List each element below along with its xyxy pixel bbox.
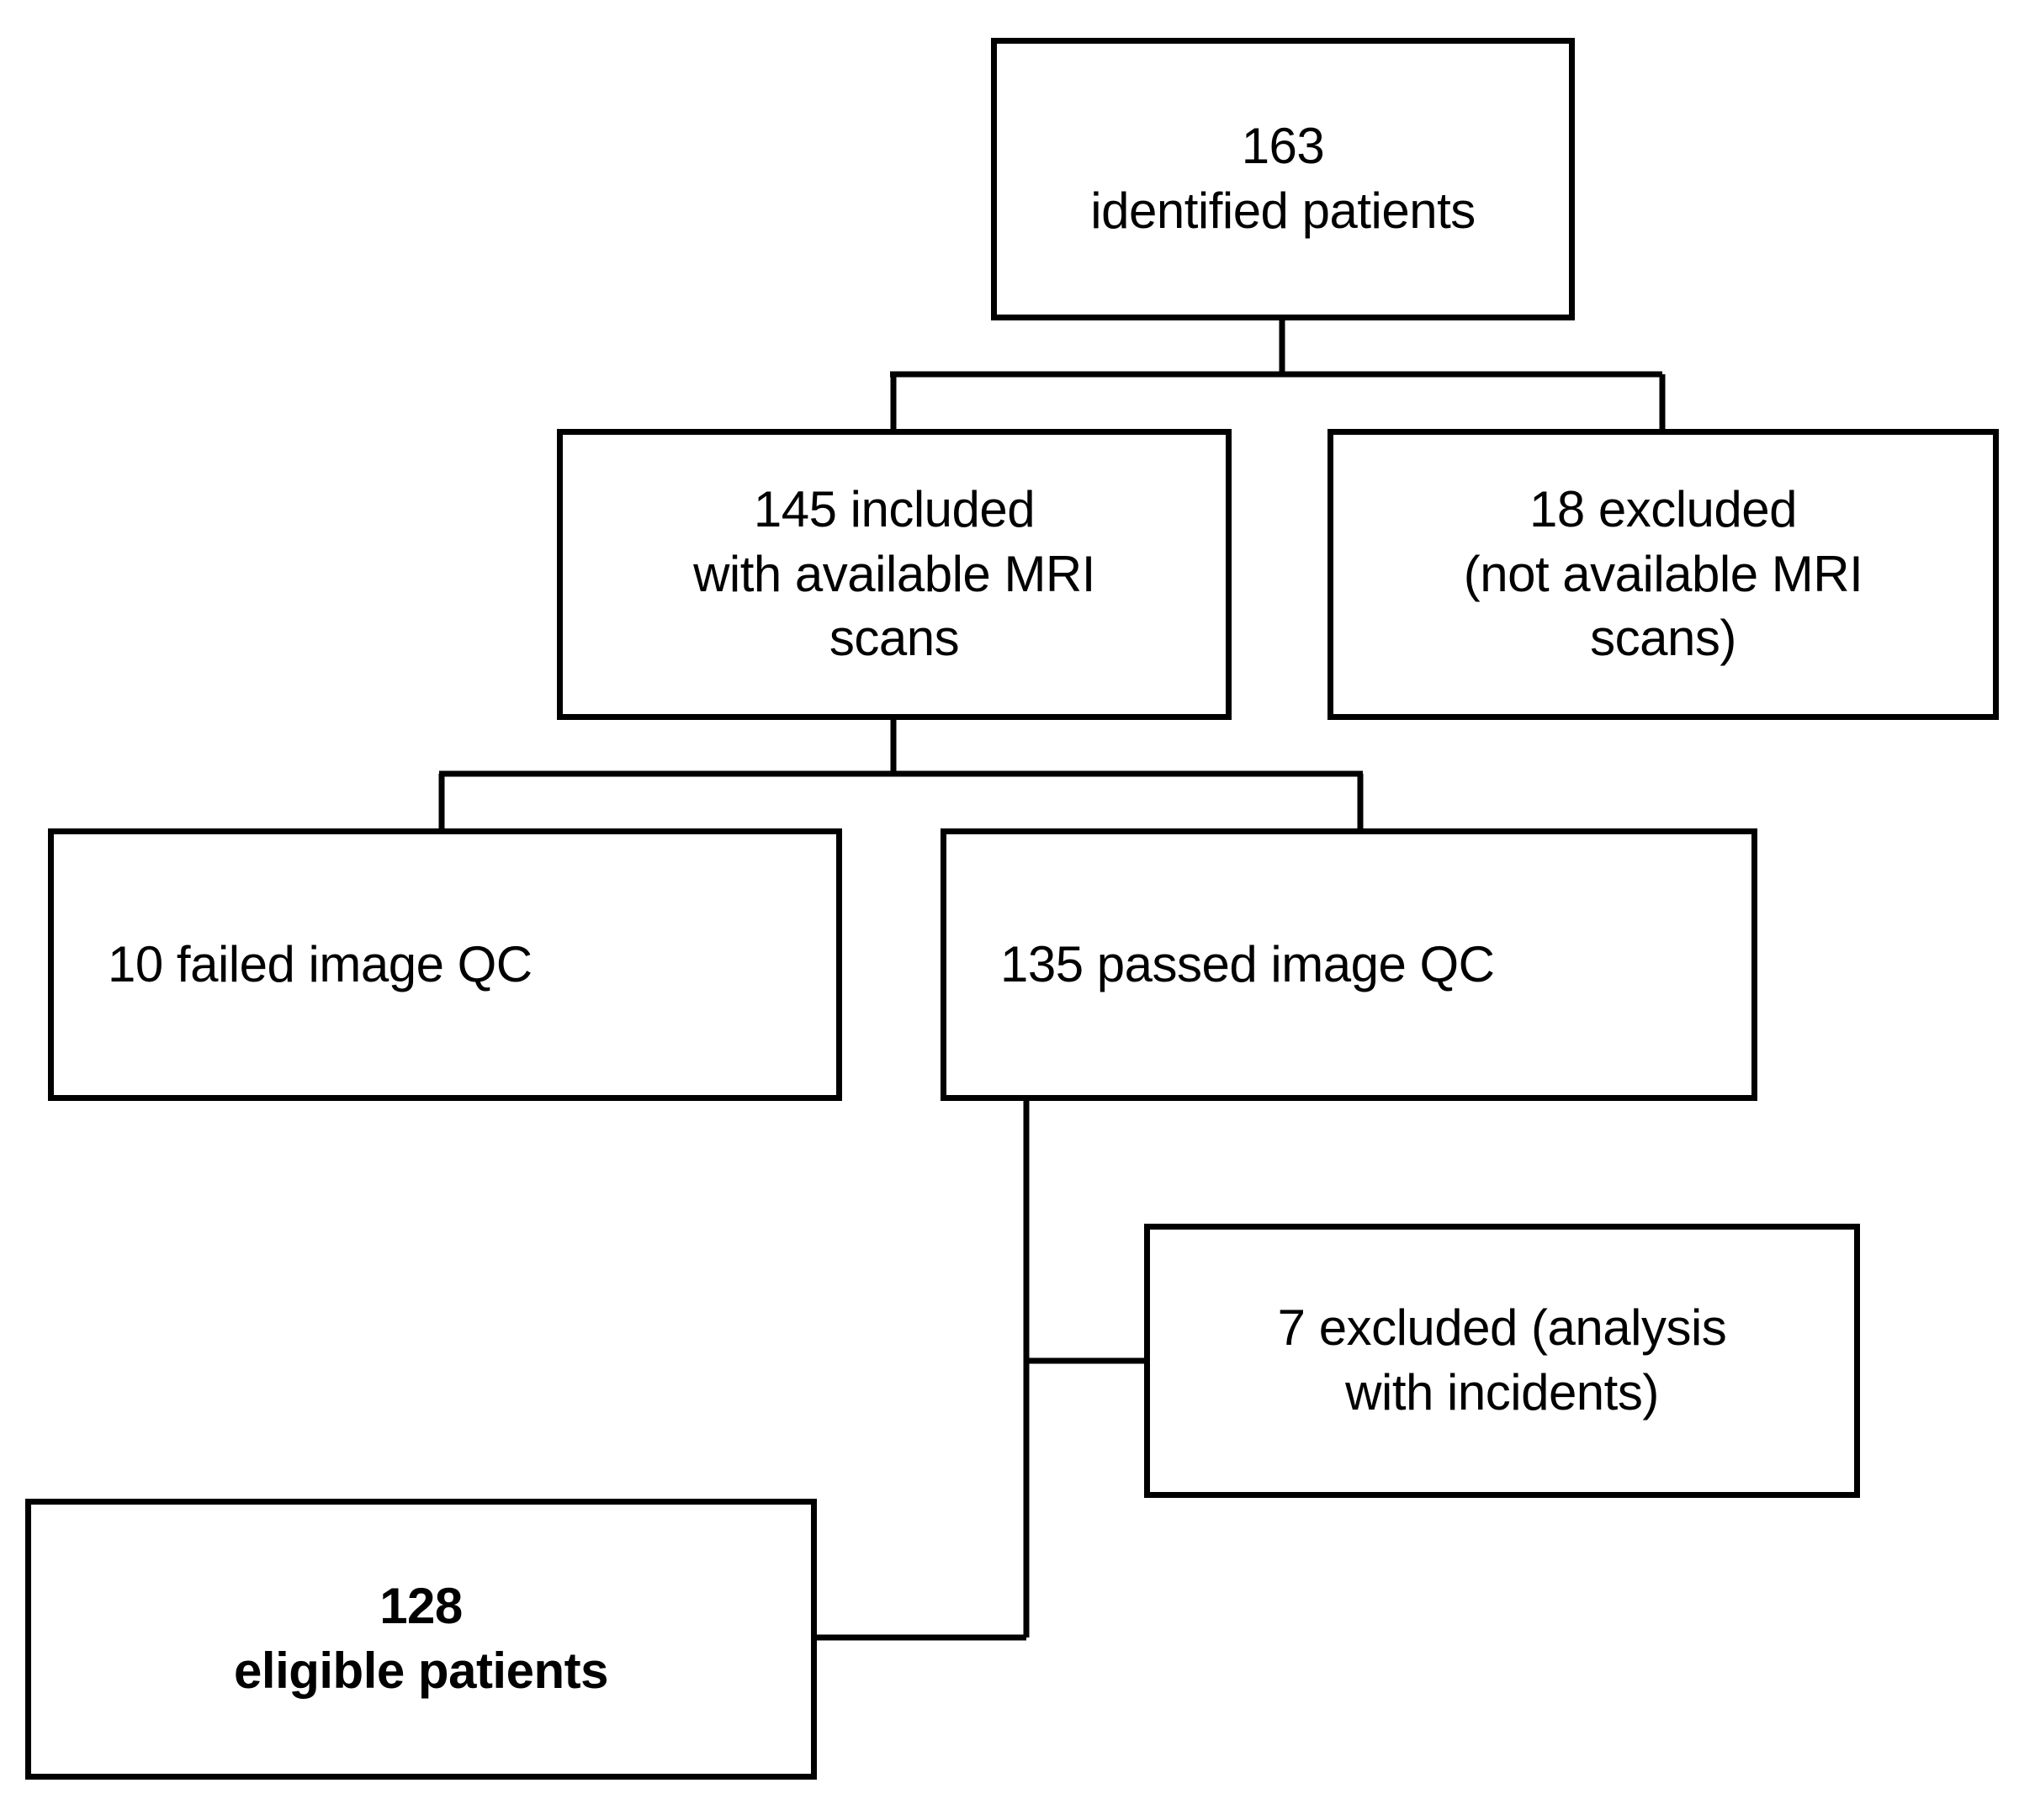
node-failed-image-qc[interactable]: 10 failed image QC bbox=[48, 828, 842, 1101]
node-excluded-analysis-incidents-label: 7 excluded (analysis with incidents) bbox=[1277, 1299, 1727, 1421]
node-passed-image-qc-label: 135 passed image QC bbox=[1000, 935, 1495, 992]
node-included-with-mri[interactable]: 145 included with available MRI scans bbox=[557, 429, 1232, 720]
node-failed-image-qc-label: 10 failed image QC bbox=[108, 935, 533, 992]
node-eligible-patients-label: 128 eligible patients bbox=[234, 1578, 608, 1699]
node-excluded-no-mri[interactable]: 18 excluded (not available MRI scans) bbox=[1327, 429, 1999, 720]
node-identified-patients[interactable]: 163 identified patients bbox=[991, 38, 1575, 320]
node-excluded-analysis-incidents[interactable]: 7 excluded (analysis with incidents) bbox=[1144, 1224, 1860, 1498]
node-eligible-patients[interactable]: 128 eligible patients bbox=[25, 1499, 817, 1780]
node-included-with-mri-label: 145 included with available MRI scans bbox=[693, 480, 1095, 667]
node-identified-patients-label: 163 identified patients bbox=[1090, 118, 1476, 239]
node-passed-image-qc[interactable]: 135 passed image QC bbox=[941, 828, 1757, 1101]
node-excluded-no-mri-label: 18 excluded (not available MRI scans) bbox=[1463, 480, 1863, 667]
